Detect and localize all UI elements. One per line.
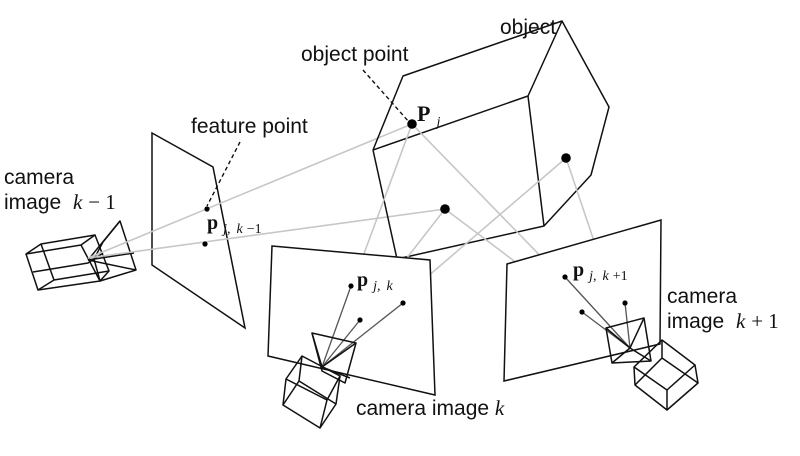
math-p-center-j: j, bbox=[371, 279, 380, 294]
math-p-center-k: k bbox=[387, 279, 394, 294]
label-camera-right-line1: camera bbox=[667, 285, 737, 308]
feature-point-center-1 bbox=[348, 283, 354, 289]
math-p-right: p j, k +1 bbox=[573, 259, 628, 284]
points bbox=[202, 119, 628, 323]
label-camera-left-suffix: − 1 bbox=[88, 190, 116, 214]
math-p-center-p: p bbox=[357, 269, 368, 291]
feature-point-leader bbox=[206, 141, 241, 207]
feature-point-right-2 bbox=[579, 309, 585, 315]
object-point-2 bbox=[440, 204, 450, 214]
math-p-left-p: p bbox=[207, 212, 218, 234]
label-camera-left-line1: camera bbox=[4, 166, 74, 189]
math-p-right-k: k bbox=[603, 269, 610, 284]
feature-point-center-3 bbox=[400, 300, 406, 306]
object-point-3 bbox=[561, 153, 571, 163]
feature-point-center-2 bbox=[357, 317, 363, 323]
label-camera-right-image: image bbox=[667, 310, 724, 333]
camera-k-minus-1 bbox=[25, 220, 137, 291]
object-point-Pj bbox=[407, 119, 417, 129]
label-camera-left-line2: image k − 1 bbox=[4, 190, 116, 214]
camera-k-plus-1 bbox=[605, 317, 699, 411]
math-Pj-sub: j bbox=[434, 115, 440, 130]
feature-point-left-2 bbox=[202, 241, 208, 247]
feature-point-left-1 bbox=[204, 206, 210, 212]
feature-point-right-3 bbox=[622, 300, 628, 306]
math-p-left: p j, k −1 bbox=[207, 212, 262, 237]
math-p-right-rest: +1 bbox=[613, 269, 628, 284]
image-plane-k bbox=[267, 245, 436, 396]
label-feature-point: feature point bbox=[191, 115, 308, 138]
object-cube bbox=[372, 20, 610, 260]
label-object-point: object point bbox=[301, 43, 409, 66]
label-object: object bbox=[500, 16, 556, 39]
image-plane-k-plus-1 bbox=[503, 219, 662, 382]
label-camera-left-image: image bbox=[4, 191, 61, 214]
math-Pj-P: P bbox=[417, 101, 430, 126]
image-plane-k-minus-1 bbox=[151, 131, 247, 330]
math-p-center: p j, k bbox=[357, 269, 394, 294]
math-p-right-j: j, bbox=[587, 269, 596, 284]
math-p-left-k: k bbox=[237, 222, 244, 237]
rays-left bbox=[87, 123, 446, 259]
label-camera-center-text: camera image bbox=[356, 397, 495, 420]
object-point-leader bbox=[362, 69, 410, 123]
math-p-left-j: j, bbox=[221, 222, 230, 237]
label-camera-right-line2: image k + 1 bbox=[667, 309, 779, 333]
math-Pj: P j bbox=[417, 101, 440, 130]
math-p-right-p: p bbox=[573, 259, 584, 281]
label-camera-right-suffix: + 1 bbox=[751, 309, 779, 333]
label-camera-center: camera image k bbox=[356, 396, 505, 420]
math-p-left-rest: −1 bbox=[247, 222, 262, 237]
label-camera-left-k: k bbox=[73, 190, 83, 214]
label-camera-right-k: k bbox=[736, 309, 746, 333]
camera-k bbox=[282, 332, 357, 429]
label-camera-center-k: k bbox=[495, 396, 505, 420]
feature-point-right-1 bbox=[562, 274, 568, 280]
